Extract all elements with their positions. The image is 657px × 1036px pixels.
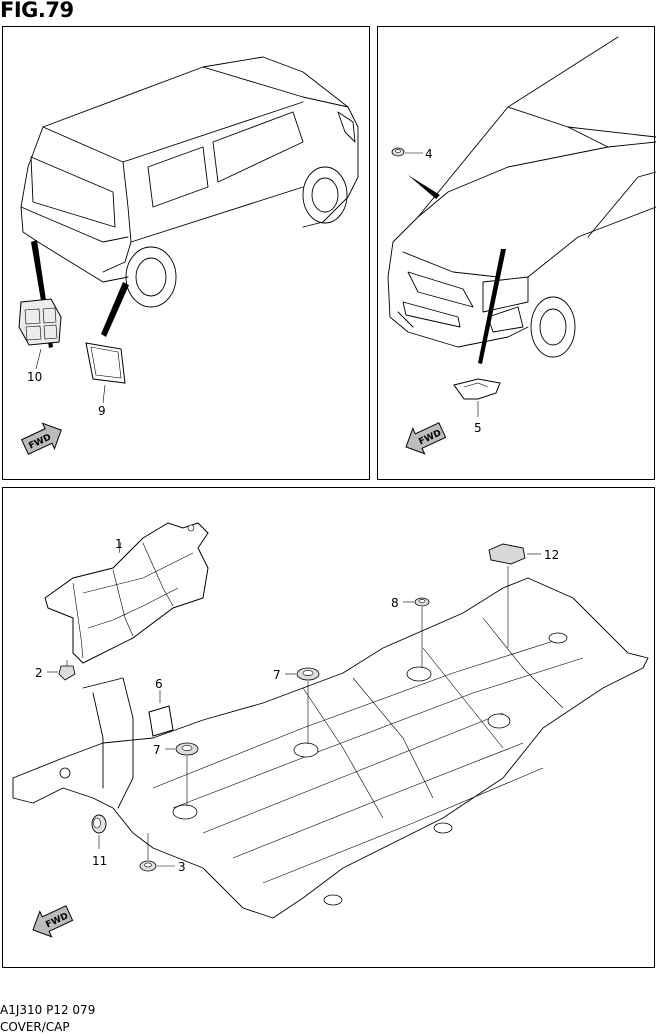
callout-7: 7 [273,668,281,682]
callout-3: 3 [178,860,186,874]
part-5-cover [453,378,501,400]
callout-6: 6 [155,677,163,691]
rear-vehicle-drawing [20,56,359,308]
rear-view-illustration: 10 9 FWD [18,56,359,455]
part-7-grommet [296,667,320,681]
part-8-grommet [414,597,430,607]
callout-1: 1 [115,537,123,551]
front-vehicle-drawing [387,36,656,358]
part-7-grommet-lower [175,742,199,756]
part-3-grommet [139,860,157,872]
figure-title: FIG.79 [0,0,74,22]
part-6-plug [148,705,174,737]
pointer-part-9 [101,282,129,337]
callout-9: 9 [98,404,106,418]
part-4-grommet [391,147,405,157]
callout-8: 8 [391,596,399,610]
callout-5: 5 [474,421,482,435]
callout-10: 10 [27,370,42,384]
callout-12: 12 [544,548,559,562]
floor-view-illustration: 1 2 6 [12,522,649,938]
part-10-cap [18,298,62,346]
fwd-arrow-icon: FWD [32,905,74,938]
callout-11: 11 [92,854,107,868]
front-view-illustration: 4 5 FWD [387,36,656,455]
fwd-arrow-icon: FWD [405,422,447,455]
figure-code: A1J310 P12 079 [0,1003,96,1017]
part-1-protector-cover [44,522,209,664]
floor-view-panel: 1 2 6 [2,487,655,968]
pointer-part-5 [478,249,506,364]
pointer-part-4 [408,175,440,199]
callout-4: 4 [425,147,433,161]
part-9-plug [85,342,126,384]
part-12-cap [488,543,526,565]
rear-view-panel: 10 9 FWD [2,26,370,480]
figure-caption: COVER/CAP [0,1020,70,1034]
fwd-arrow-icon: FWD [20,422,62,455]
callout-7-lower: 7 [153,743,161,757]
part-2-clip [58,660,76,681]
part-11-plug [91,814,107,834]
callout-2: 2 [35,666,43,680]
floor-pan-drawing [12,577,649,919]
front-view-panel: 4 5 FWD [377,26,656,480]
